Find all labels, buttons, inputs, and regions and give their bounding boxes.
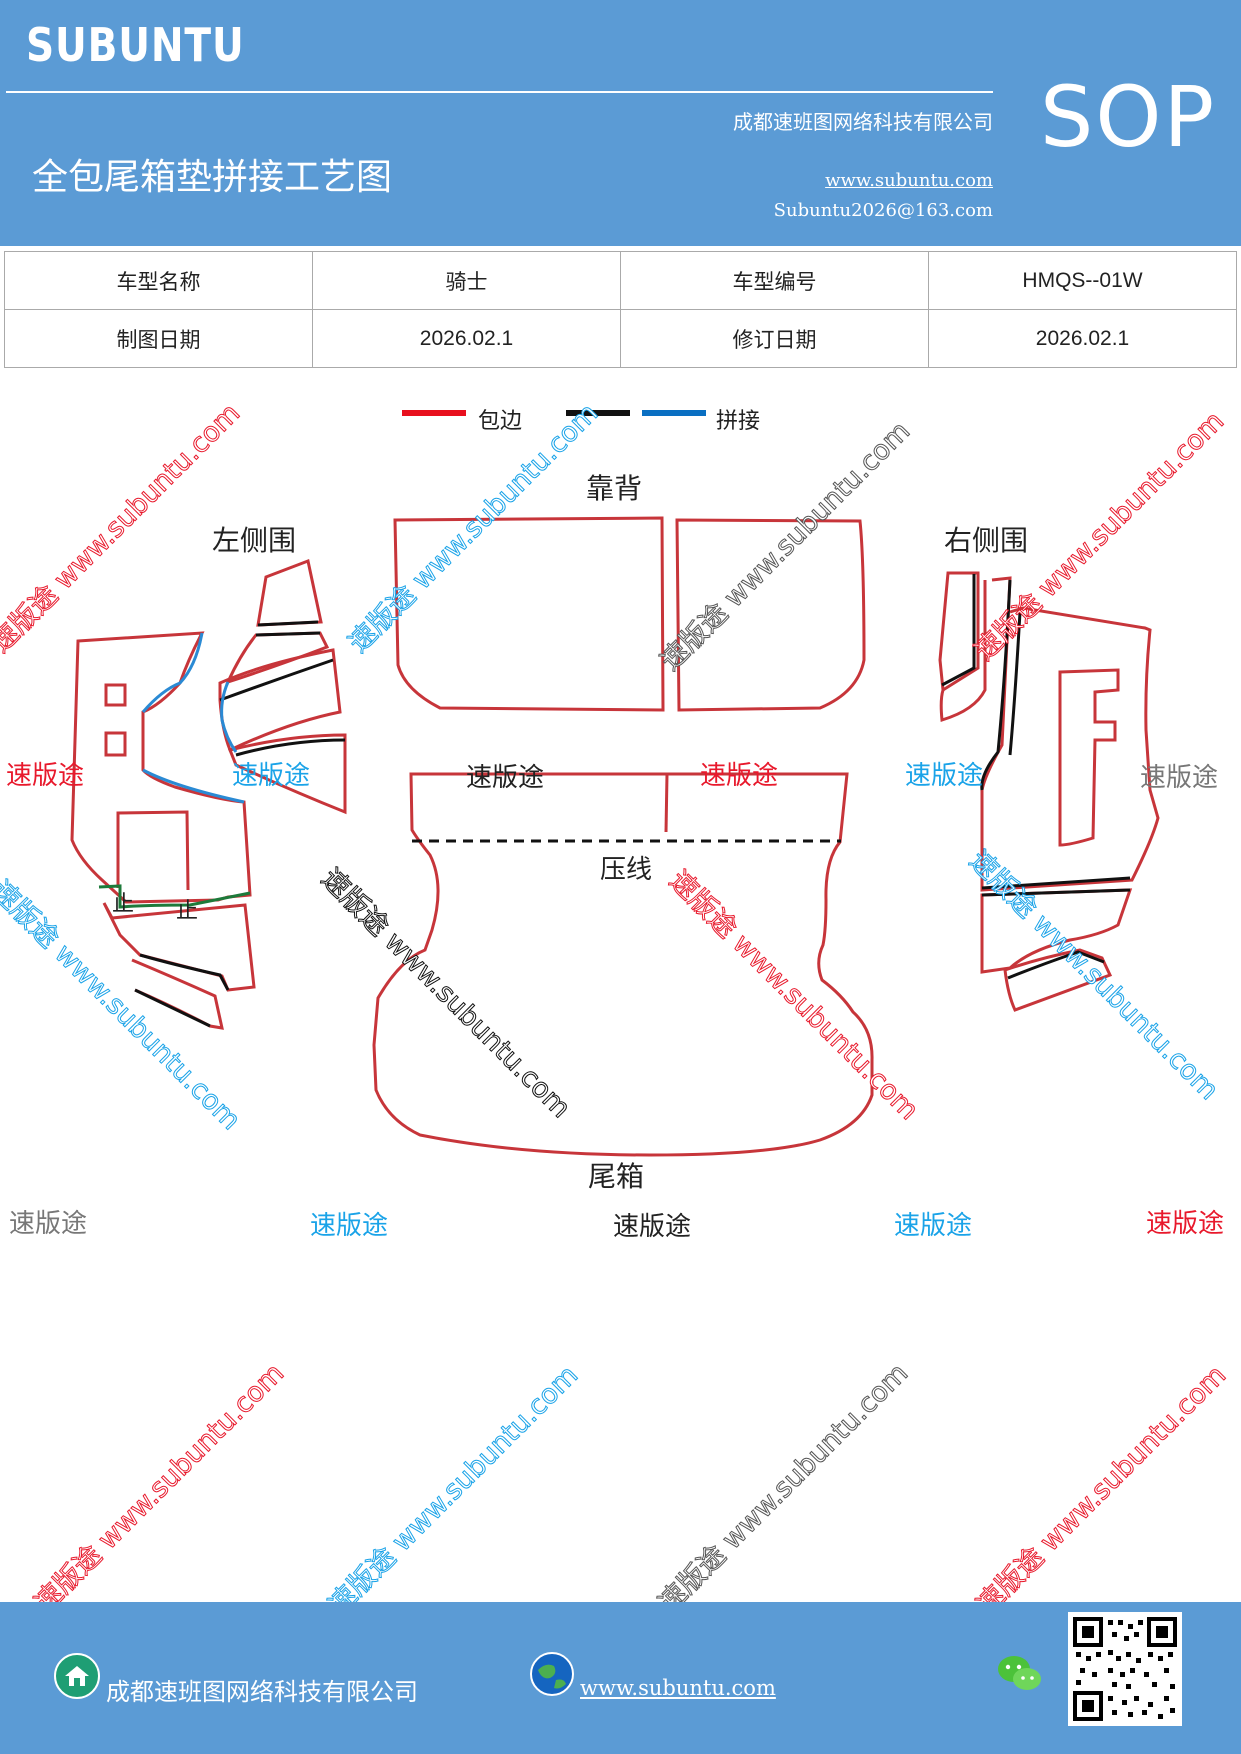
label-left-side: 左侧围 [212,524,296,557]
watermark: 速版途 www.subuntu.com [28,1357,291,1619]
watermark: 速版途 [310,1211,389,1241]
watermark: 速版途 [613,1212,692,1242]
backrest-left-panel [393,516,665,712]
right-cutout [1058,668,1120,847]
left-black-line [257,620,319,627]
page-title: 全包尾箱垫拼接工艺图 [32,157,393,198]
right-black-line [1007,950,1105,980]
left-cutout [104,683,127,707]
label-press-line: 压线 [600,855,652,885]
mark-stop-b: 止 [176,899,198,924]
right-side-main [980,576,1160,892]
watermark: 速版途 [700,761,779,791]
email-address: Subuntu2026@163.com [773,200,993,221]
right-strip-2 [939,580,987,722]
watermark: 速版途 [905,761,984,791]
left-splice-edge [142,768,245,804]
legend-label-splice: 拼接 [716,409,760,434]
qr-code [1068,1612,1182,1726]
left-splice-edge [220,681,238,753]
home-icon [54,1653,100,1699]
left-splice-edge [141,632,204,713]
table-row: 制图日期 2026.02.1 修订日期 2026.02.1 [4,309,1237,368]
left-black-line [235,738,346,757]
header-divider [6,91,993,93]
mark-stop-a: 止 [112,892,134,917]
right-black-line [980,579,1012,791]
legend-label-edge: 包边 [478,409,522,434]
table-cell: 2026.02.1 [928,309,1237,368]
table-cell: 车型编号 [620,251,929,310]
wechat-icon [998,1656,1041,1690]
right-black-line [981,876,1131,890]
right-black-line [981,888,1131,897]
label-backrest: 靠背 [586,472,642,505]
left-black-line [255,631,321,637]
footer-company: 成都速班图网络科技有限公司 [106,1678,418,1706]
left-cutout [104,731,127,757]
table-cell: 骑士 [312,251,621,310]
left-notch [116,810,190,891]
table-cell: 2026.02.1 [312,309,621,368]
table-cell: 制图日期 [4,309,313,368]
backrest-right-panel [675,518,866,712]
table-cell: 车型名称 [4,251,313,310]
trunk-floor-panel [372,772,874,1157]
trunk-divider [664,773,669,833]
right-strip-1 [938,571,980,693]
label-trunk: 尾箱 [588,1160,644,1193]
right-black-line [941,574,976,687]
left-black-line [139,953,230,991]
legend: 包边 拼接 [402,409,760,434]
table-cell: 修订日期 [620,309,929,368]
left-black-line [219,658,334,702]
watermark: 速版途 [894,1211,973,1241]
sop-badge: SOP [1040,68,1217,166]
website-link[interactable]: www.subuntu.com [825,170,993,191]
watermark: 速版途 [9,1209,88,1239]
right-lower-panel [980,888,1133,974]
right-black-line [1008,611,1022,756]
info-table: 车型名称 骑士 车型编号 HMQS--01W 制图日期 2026.02.1 修订… [4,251,1237,368]
watermark: 速版途 www.subuntu.com [970,1359,1233,1621]
left-seam-green [98,884,251,909]
right-bottom-strip [1003,948,1113,1012]
header-banner: SUBUNTU 成都速班图网络科技有限公司 全包尾箱垫拼接工艺图 www.sub… [0,0,1241,246]
globe-icon [530,1652,574,1696]
watermark: 速版途 www.subuntu.com [322,1359,585,1621]
left-black-line [134,988,211,1028]
table-cell: HMQS--01W [928,251,1237,310]
footer-website-link[interactable]: www.subuntu.com [580,1676,776,1700]
logo: SUBUNTU [26,18,245,72]
watermark: 速版途 [1146,1209,1225,1239]
watermark: 速版途 www.subuntu.com [652,1357,915,1619]
label-right-side: 右侧围 [944,524,1028,557]
left-strip-2 [225,631,330,685]
company-name: 成都速班图网络科技有限公司 [733,110,993,134]
watermark: 速版途 [1140,763,1219,793]
left-strip-1 [256,558,323,627]
watermark: 速版途 [6,761,85,791]
splicing-diagram: 包边 拼接 靠背 左侧围 右侧围 压线 尾箱 止 止 [70,409,1160,1193]
table-row: 车型名称 骑士 车型编号 HMQS--01W [4,251,1237,310]
left-strip-4 [227,733,347,815]
watermark: 速版途 [232,761,311,791]
watermark: 速版途 [466,763,545,793]
left-side-main [70,631,252,904]
